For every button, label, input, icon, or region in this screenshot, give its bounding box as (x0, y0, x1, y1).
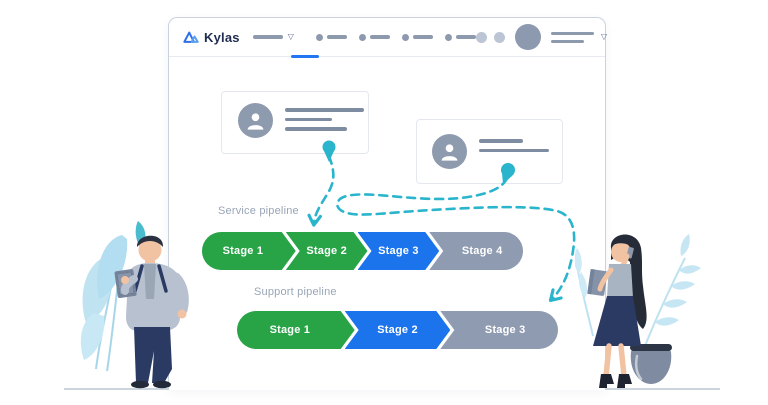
menu-label-placeholder (455, 35, 476, 39)
contact-text-placeholder (285, 108, 364, 131)
pipeline-stage[interactable]: Stage 2 (345, 311, 451, 349)
nav-menu-item[interactable] (401, 33, 433, 41)
pipeline-stage-label: Stage 1 (222, 245, 264, 257)
nav-menu-item[interactable] (315, 33, 347, 41)
nav-menu-item[interactable] (444, 33, 476, 41)
pipeline-label: Support pipeline (254, 286, 337, 298)
person-icon (432, 134, 467, 169)
app-logo-text: Kylas (204, 29, 240, 45)
pipeline-stage[interactable]: Stage 4 (429, 232, 523, 270)
support-pipeline: Stage 1 Stage 2 Stage 3 (237, 311, 559, 349)
nav-menu-item[interactable] (358, 33, 390, 41)
monstera-plant (80, 221, 146, 372)
flower-pot (630, 344, 672, 384)
user-avatar[interactable] (514, 24, 541, 50)
chevron-down-icon[interactable]: ▽ (600, 32, 608, 41)
pipeline-stage[interactable]: Stage 3 (440, 311, 559, 349)
status-dot-icon[interactable] (475, 31, 487, 43)
app-logo[interactable]: Kylas ▽ (183, 30, 294, 45)
contact-card[interactable] (416, 119, 563, 184)
pipeline-stage[interactable]: Stage 2 (286, 232, 368, 270)
status-dot-icon[interactable] (493, 31, 505, 43)
pipeline-stage[interactable]: Stage 1 (202, 232, 296, 270)
menu-dot-icon (315, 33, 323, 41)
chevron-down-icon[interactable]: ▽ (287, 32, 294, 41)
active-tab-indicator (291, 54, 319, 58)
pipeline-stage[interactable]: Stage 1 (237, 311, 355, 349)
navbar-user-cluster: ▽ (475, 24, 608, 50)
browser-window: Kylas ▽ ▽ (168, 17, 608, 390)
menu-label-placeholder (326, 35, 347, 39)
service-pipeline: Stage 1 Stage 2 Stage 3 Stage 4 (202, 232, 523, 270)
contact-card[interactable] (221, 91, 369, 154)
menu-dot-icon (358, 33, 366, 41)
workspace-placeholder (252, 35, 283, 39)
pipeline-stage-label: Stage 2 (306, 245, 347, 257)
tablet (114, 269, 137, 298)
menu-dot-icon (401, 33, 409, 41)
pipeline-stage-label: Stage 4 (461, 245, 503, 257)
menu-label-placeholder (412, 35, 433, 39)
pipeline-stage-label: Stage 2 (377, 324, 418, 336)
person-icon (238, 103, 273, 138)
menu-label-placeholder (369, 35, 390, 39)
pipeline-label: Service pipeline (218, 205, 299, 217)
navbar-menu (315, 33, 476, 41)
pipeline-stage[interactable]: Stage 3 (358, 232, 440, 270)
contact-text-placeholder (479, 139, 549, 152)
menu-dot-icon (444, 33, 452, 41)
app-navbar: Kylas ▽ ▽ (169, 18, 608, 58)
pipeline-stage-label: Stage 3 (378, 245, 419, 257)
pipeline-stage-label: Stage 1 (269, 324, 311, 336)
pipeline-stage-label: Stage 3 (484, 324, 526, 336)
phone (626, 246, 634, 259)
user-name-placeholder (550, 31, 594, 43)
kylas-mountain-icon (183, 30, 199, 44)
